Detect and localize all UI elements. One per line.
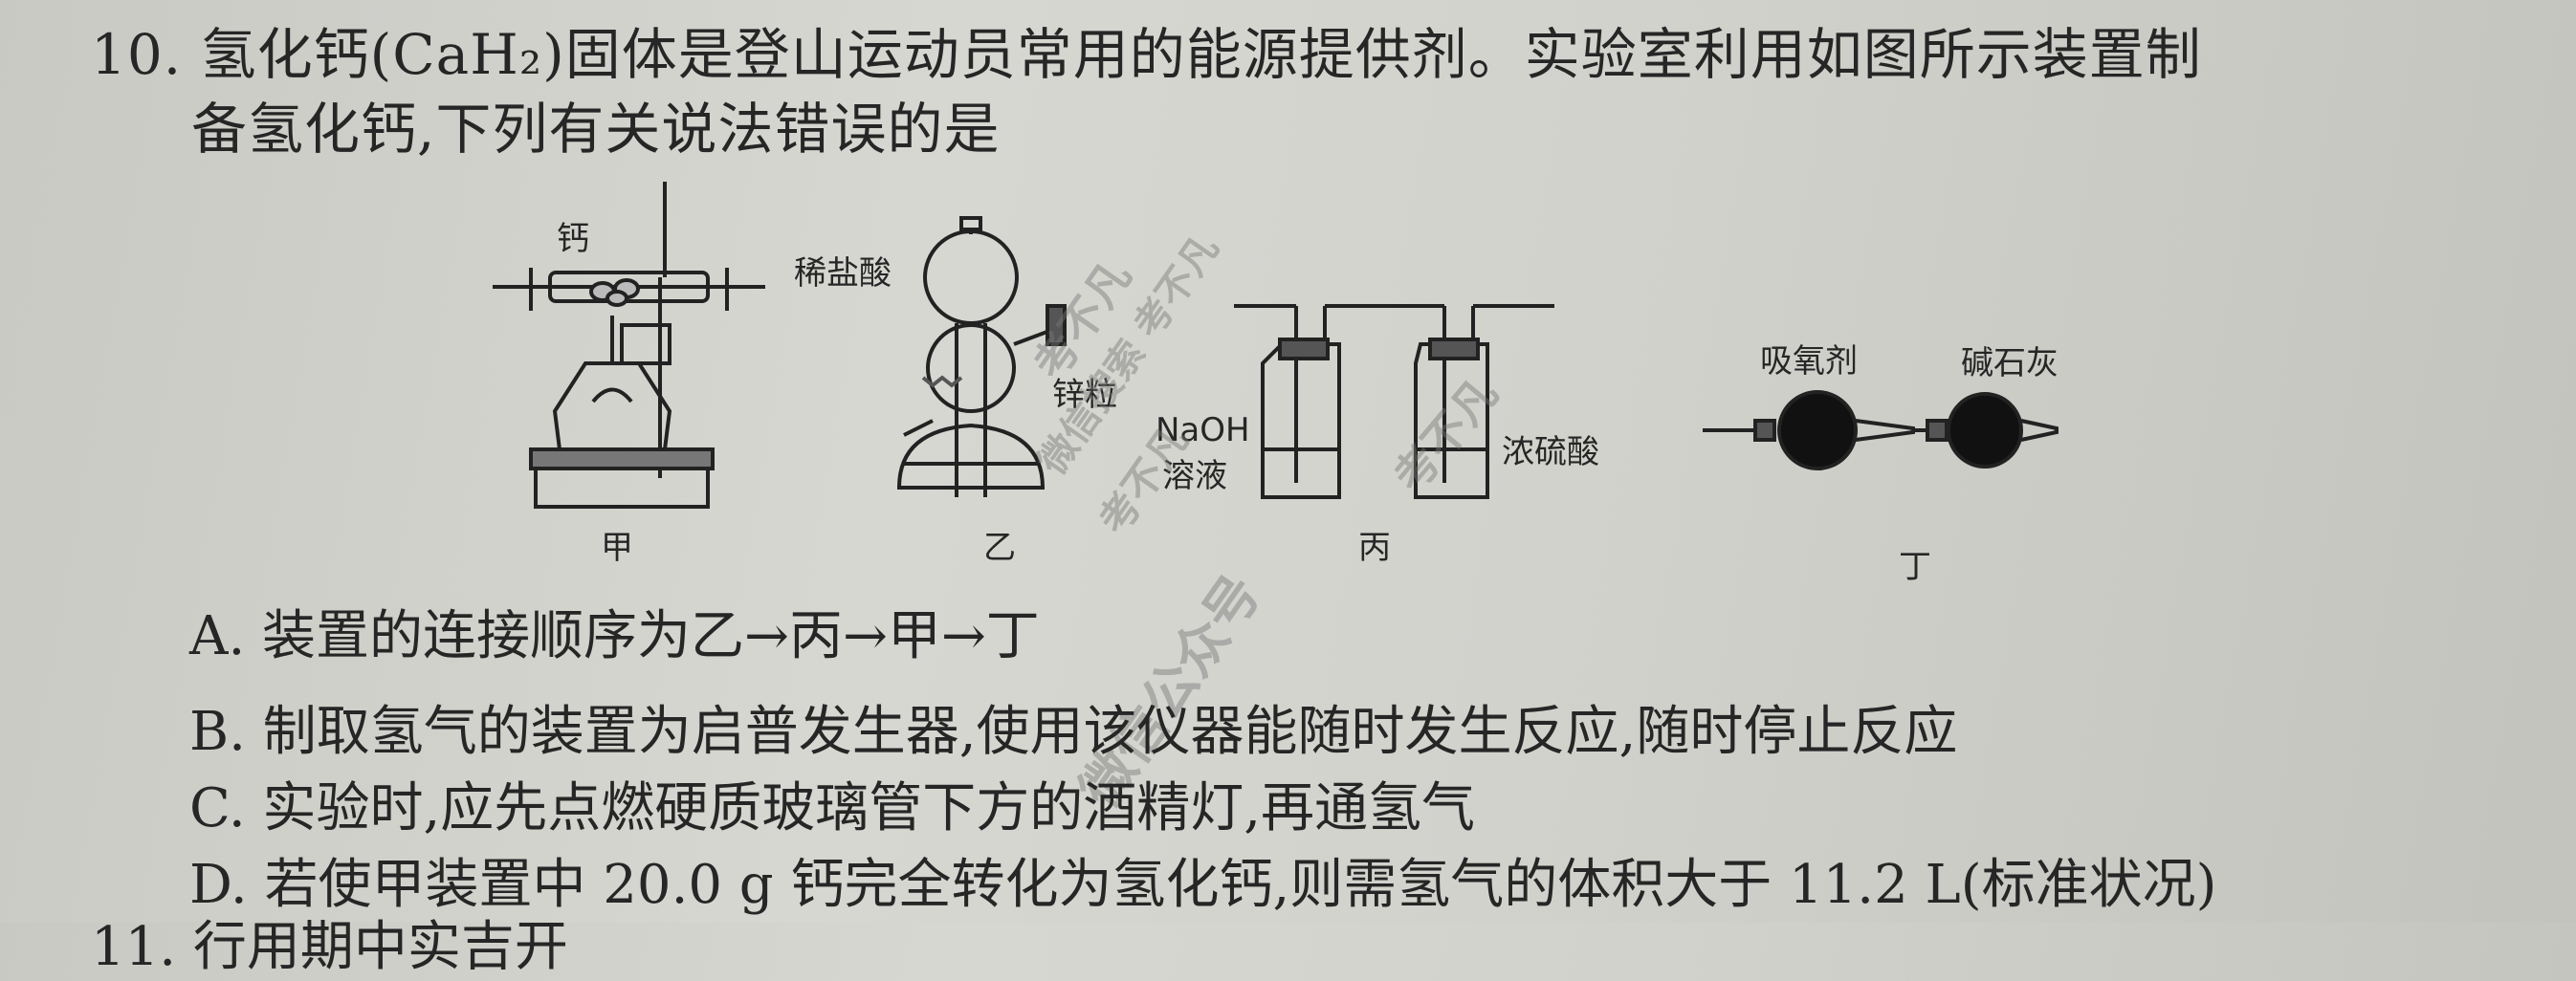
question-stem-line1: 10. 氢化钙(CaH₂)固体是登山运动员常用的能源提供剂。实验室利用如图所示装… [91, 22, 2202, 87]
caption-bing: 丙 [1358, 529, 1391, 567]
apparatus-bing [1234, 304, 1554, 499]
apparatus-figure [493, 182, 2059, 509]
apparatus-jia [493, 182, 765, 509]
option-a: A. 装置的连接顺序为乙→丙→甲→丁 [189, 605, 1040, 667]
label-naoh: NaOH [1156, 411, 1250, 449]
label-dilute-hcl: 稀盐酸 [794, 254, 892, 293]
apparatus-ding [1703, 390, 2059, 470]
caption-jia: 甲 [601, 529, 633, 567]
label-oxygen-absorber: 吸氧剂 [1760, 342, 1858, 381]
caption-ding: 丁 [1899, 548, 1931, 586]
apparatus-yi [896, 216, 1067, 497]
option-b: B. 制取氢气的装置为启普发生器,使用该仪器能随时发生反应,随时停止反应 [189, 701, 1958, 763]
label-conc-h2so4: 浓硫酸 [1502, 433, 1599, 471]
label-calcium: 钙 [557, 220, 589, 258]
label-zinc: 锌粒 [1052, 376, 1117, 414]
option-d: D. 若使甲装置中 20.0 g 钙完全转化为氢化钙,则需氢气的体积大于 11.… [189, 854, 2217, 916]
next-question-fragment: 11. 行用期中实吉开 [91, 916, 568, 978]
option-c: C. 实验时,应先点燃硬质玻璃管下方的酒精灯,再通氢气 [189, 777, 1476, 839]
label-naoh-solution: 溶液 [1162, 457, 1227, 495]
caption-yi: 乙 [983, 529, 1016, 567]
label-soda-lime: 碱石灰 [1961, 344, 2059, 382]
question-stem-line2: 备氢化钙,下列有关说法错误的是 [191, 97, 1001, 162]
